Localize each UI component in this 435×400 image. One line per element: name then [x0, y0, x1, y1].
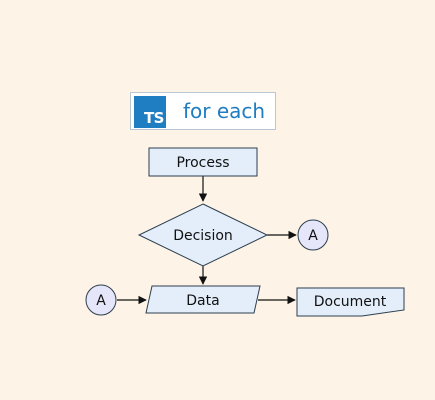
- decision-node[interactable]: Decision: [137, 203, 269, 267]
- title-badge: TS for each: [130, 92, 276, 130]
- decision-label: Decision: [173, 228, 233, 244]
- connector-a-out-node[interactable]: A: [297, 219, 329, 251]
- data-node[interactable]: Data: [145, 285, 261, 314]
- data-label: Data: [186, 293, 219, 309]
- typescript-logo-text: TS: [143, 109, 165, 127]
- connector-a-in-node[interactable]: A: [85, 284, 117, 316]
- process-label: Process: [176, 155, 229, 171]
- connector-a-out-label: A: [308, 228, 318, 244]
- document-node[interactable]: Document: [296, 287, 405, 317]
- document-label: Document: [314, 294, 387, 310]
- process-node[interactable]: Process: [148, 147, 258, 177]
- connector-a-in-label: A: [96, 293, 106, 309]
- typescript-logo-icon: TS: [134, 96, 166, 128]
- diagram-title: for each: [183, 99, 266, 123]
